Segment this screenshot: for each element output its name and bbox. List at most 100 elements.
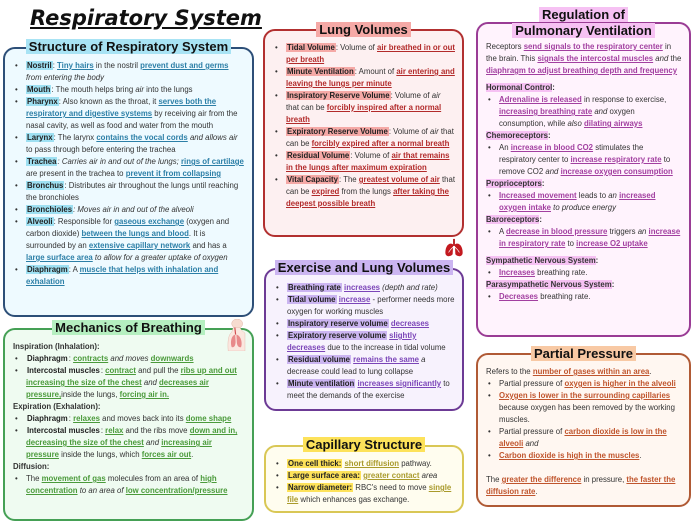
section-list: Increases breathing rate. <box>486 267 682 279</box>
text-segment: and <box>653 54 669 63</box>
structure-panel: Structure of Respiratory System Nostril:… <box>3 39 254 317</box>
underlined-phrase: rings of cartilage <box>181 157 244 166</box>
underlined-phrase: signals the intercostal muscles <box>537 54 654 63</box>
text-segment: in the nostril <box>93 61 141 70</box>
section-list: Diaphragm: relaxes and moves back into i… <box>13 413 245 461</box>
underlined-phrase: increase O2 uptake <box>576 239 648 248</box>
text-segment: the <box>668 54 682 63</box>
key-term: One cell thick: <box>287 459 343 468</box>
text-segment: due to the increase in tidal volume <box>325 343 446 352</box>
underlined-phrase: decreasing the size of the chest <box>26 438 144 447</box>
list-item: Intercostal muscles: contract and pull t… <box>13 365 245 401</box>
underlined-phrase: increasing breathing rate <box>499 107 593 116</box>
text-segment: air <box>430 127 439 136</box>
text-segment: to remove CO2 <box>499 155 671 176</box>
list-item: Tidal volume increase - performer needs … <box>274 294 455 318</box>
text-segment: that can be <box>286 103 327 112</box>
section-list: Adrenaline is released in response to ex… <box>486 94 682 130</box>
section-heading: Proprioceptors: <box>486 179 545 188</box>
list-item: Partial pressure of carbon dioxide is lo… <box>486 426 682 450</box>
underlined-phrase: movement of gas <box>41 474 106 483</box>
section-heading-text: Proprioceptors <box>486 179 542 188</box>
regulation-intro: Receptors send signals to the respirator… <box>486 41 682 77</box>
text-segment: Refers to the <box>486 367 533 376</box>
human-anatomy-icon <box>227 319 246 351</box>
section-heading-text: Sympathetic Nervous System <box>486 256 596 265</box>
list-item: Minute ventilation increases significant… <box>274 378 455 402</box>
text-segment: breathing rate. <box>538 292 591 301</box>
underlined-phrase: Decreases <box>499 292 539 301</box>
underlined-phrase: forcibly expired after a normal breath <box>311 139 450 148</box>
key-term: Residual Volume <box>286 151 351 160</box>
list-item: Oxygen is lower in the surrounding capil… <box>486 390 682 426</box>
key-term: Breathing rate <box>287 283 342 292</box>
text-segment: : A <box>68 265 80 274</box>
underlined-phrase: expired <box>311 187 340 196</box>
text-segment: and <box>592 107 608 116</box>
text-segment: . <box>639 451 642 460</box>
underlined-phrase: increase respiratory rate <box>570 155 662 164</box>
text-segment: and the ribs move <box>123 426 190 435</box>
lung-volumes-list: Tidal Volume: Volume of air breathed in … <box>273 42 455 210</box>
text-segment: A <box>499 227 506 236</box>
key-term: Large surface area: <box>287 471 361 480</box>
text-segment: also <box>567 119 582 128</box>
underlined-phrase: increasing air pressure <box>26 438 212 459</box>
key-term: Residual volume <box>287 355 351 364</box>
section-heading-text: Inspiration (Inhalation): <box>13 342 100 351</box>
underlined-phrase: the faster the diffusion rate <box>486 475 676 496</box>
text-segment: : <box>68 354 74 363</box>
list-item: Residual Volume: Volume of air that rema… <box>273 150 455 174</box>
text-segment: : Volume of <box>390 91 432 100</box>
section-heading: Chemoreceptors: <box>486 131 551 140</box>
underlined-phrase: gaseous exchange <box>114 217 185 226</box>
section-heading-text: Parasympathetic Nervous System <box>486 280 612 289</box>
underlined-phrase: greater contact <box>363 471 420 480</box>
underlined-phrase: after taking the deepest possible breath <box>286 187 449 208</box>
list-item: Minute Ventilation: Amount of air enteri… <box>273 66 455 90</box>
key-term: Bronchioles <box>26 205 74 214</box>
text-segment: : Volume of <box>335 43 377 52</box>
text-segment: : Responsible for <box>53 217 115 226</box>
key-term: Trachea <box>26 157 58 166</box>
section-list: Decreases breathing rate. <box>486 291 682 303</box>
regulation-blocks: Hormonal Control:Adrenaline is released … <box>486 82 682 303</box>
underlined-phrase: oxygen is higher in the alveoli <box>564 379 676 388</box>
underlined-phrase: downwards <box>150 354 194 363</box>
panel-title: Mechanics of Breathing <box>52 320 205 335</box>
text-segment: triggers <box>607 227 638 236</box>
list-item: The movement of gas molecules from an ar… <box>13 473 245 497</box>
text-segment: : Amount of <box>354 67 397 76</box>
underlined-phrase: air breathed in or out per breath <box>286 43 455 64</box>
list-item: An increase in blood CO2 stimulates the … <box>486 142 682 178</box>
structure-list: Nostril: Tiny hairs in the nostril preve… <box>13 60 245 288</box>
list-item: Inspiratory Reserve Volume: Volume of ai… <box>273 90 455 126</box>
text-segment: in the brain. This <box>486 42 672 63</box>
text-segment: : The larynx <box>53 133 97 142</box>
list-item: Mouth: The mouth helps bring air into th… <box>13 84 245 96</box>
underlined-phrase: ribs up and out increasing the size of t… <box>26 366 237 387</box>
underlined-phrase: carbon dioxide is low in the alveoli <box>499 427 667 448</box>
text-segment: to <box>565 239 577 248</box>
underlined-phrase: increases <box>344 283 381 292</box>
text-segment: Partial pressure of <box>499 427 565 436</box>
partial-intro: Refers to the number of gases within an … <box>486 366 682 378</box>
list-item: Increased movement leads to an increased… <box>486 190 682 214</box>
key-term: Inspiratory Reserve Volume <box>286 91 391 100</box>
list-item: Expiratory reserve volume slightly decre… <box>274 330 455 354</box>
text-segment: and <box>141 378 160 387</box>
text-segment: oxygen consumption, while <box>499 107 635 128</box>
list-item: Pharynx: Also known as the throat, it se… <box>13 96 245 132</box>
text-segment: : Volume of <box>388 127 431 136</box>
panel-title: Capillary Structure <box>302 437 426 452</box>
text-segment: from the lungs <box>339 187 394 196</box>
text-segment: : The <box>339 175 359 184</box>
text-segment: and has a <box>190 241 227 250</box>
text-segment: and <box>523 439 539 448</box>
underlined-phrase: prevent dust and germs <box>140 61 229 70</box>
list-item: Trachea: Carries air in and out of the l… <box>13 156 245 180</box>
text-segment: in pressure, <box>581 475 627 484</box>
underlined-phrase: large surface area <box>26 253 93 262</box>
text-segment: and moves back into its <box>99 414 186 423</box>
text-segment: that can be <box>286 175 455 196</box>
